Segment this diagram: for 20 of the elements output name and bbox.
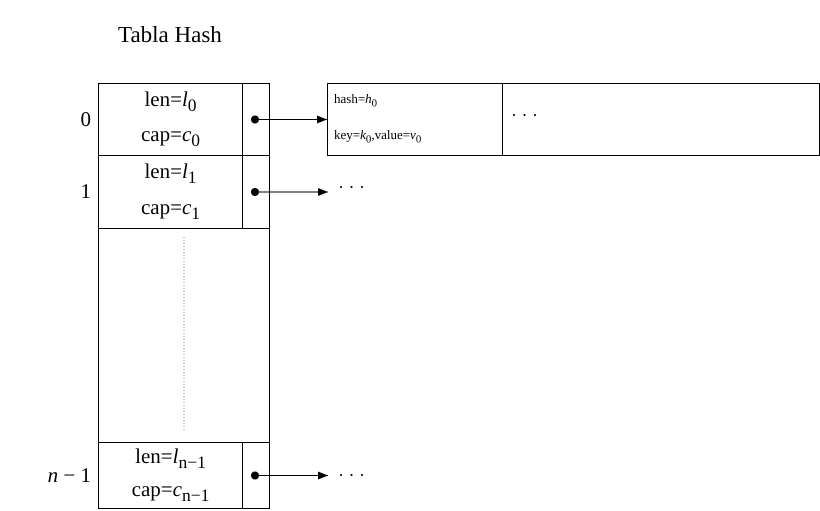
entry-field-text: key=k$_{0}$,value=v$_{0}$ xyxy=(334,126,422,148)
bucket-field-text: cap=c$_{0}$ xyxy=(140,121,200,152)
arrow xyxy=(251,116,328,124)
bucket-field-text: cap=c$_{n−1}$ xyxy=(132,476,210,507)
entry-field-text: hash=h$_{0}$ xyxy=(334,90,378,112)
ellipsis-text: · · · xyxy=(511,105,538,126)
row-index: 0 xyxy=(80,106,91,132)
arrow xyxy=(251,188,328,196)
bucket-gap-box xyxy=(98,228,270,443)
bucket-field-text: len=l$_{n−1}$ xyxy=(135,443,206,474)
ellipsis-text: · · · xyxy=(328,177,398,203)
ellipsis-text: · · · xyxy=(328,465,398,491)
bucket-field-text: len=l$_{0}$ xyxy=(144,86,197,117)
row-index: 1 xyxy=(80,179,91,204)
bucket-field-text: len=l$_{1}$ xyxy=(144,158,197,190)
arrow xyxy=(251,472,328,480)
row-index: n − 1 xyxy=(48,462,91,488)
entry-box xyxy=(327,83,820,156)
title: Tabla Hash xyxy=(118,22,222,48)
bucket-field-text: cap=c$_{1}$ xyxy=(140,194,200,226)
